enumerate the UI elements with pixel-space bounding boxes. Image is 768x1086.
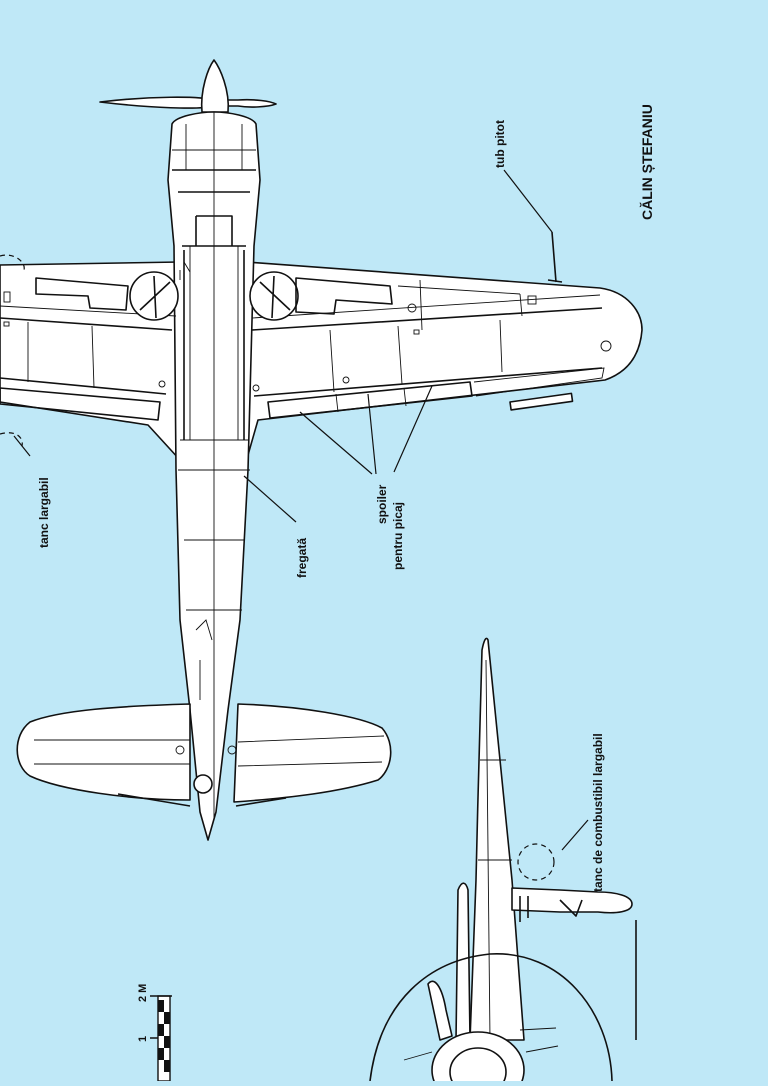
wing-right xyxy=(245,261,643,463)
wing-right-panels xyxy=(249,271,612,419)
tail-hole-right xyxy=(227,745,237,755)
propeller-spinner xyxy=(200,59,230,113)
side-fuselage-lines xyxy=(478,659,512,1041)
label-tub-pitot: tub pitot xyxy=(493,120,507,168)
scale-label-2m: 2 M xyxy=(137,984,149,1002)
rudder-lines xyxy=(195,619,213,700)
tail-fin xyxy=(455,882,471,1041)
side-landing-gear xyxy=(511,887,633,914)
leader-lines xyxy=(13,169,589,851)
propeller-arc xyxy=(369,953,613,1082)
pitot-tube xyxy=(547,231,563,283)
label-fregata: fregată xyxy=(295,538,309,578)
scale-bar xyxy=(150,995,172,1082)
side-view-aircraft xyxy=(369,637,637,1086)
label-spoiler-2: pentru picaj xyxy=(391,502,405,570)
label-spoiler-1: spoiler xyxy=(375,484,389,524)
cowl-inner xyxy=(449,1047,507,1086)
fuselage-panels xyxy=(178,112,250,820)
gear-leg xyxy=(519,896,583,922)
tail-wheel xyxy=(193,774,213,794)
tail-plane xyxy=(16,703,191,801)
fuel-tank-dashed xyxy=(517,843,555,881)
scale-label-1: 1 xyxy=(137,1036,149,1042)
author-name: CĂLIN ȘTEFANIU xyxy=(639,104,655,220)
drop-tank-outline xyxy=(0,254,25,447)
elevator-tabs xyxy=(117,793,287,807)
prop-blade-side xyxy=(427,980,453,1041)
wing-left-panels xyxy=(0,261,191,421)
tail-hole-left xyxy=(175,745,185,755)
side-fuselage xyxy=(469,637,525,1041)
top-view-aircraft xyxy=(0,59,643,841)
tail-plane-right xyxy=(233,703,392,803)
side-struts xyxy=(403,1027,559,1061)
label-tanc-combustibil: tanc de combustibil largabil xyxy=(591,733,605,892)
tail-plane-lines xyxy=(34,735,385,767)
canopy-rails xyxy=(183,250,245,440)
label-tanc-largabil: tanc largabil xyxy=(37,477,51,548)
propeller-blade xyxy=(99,96,277,109)
